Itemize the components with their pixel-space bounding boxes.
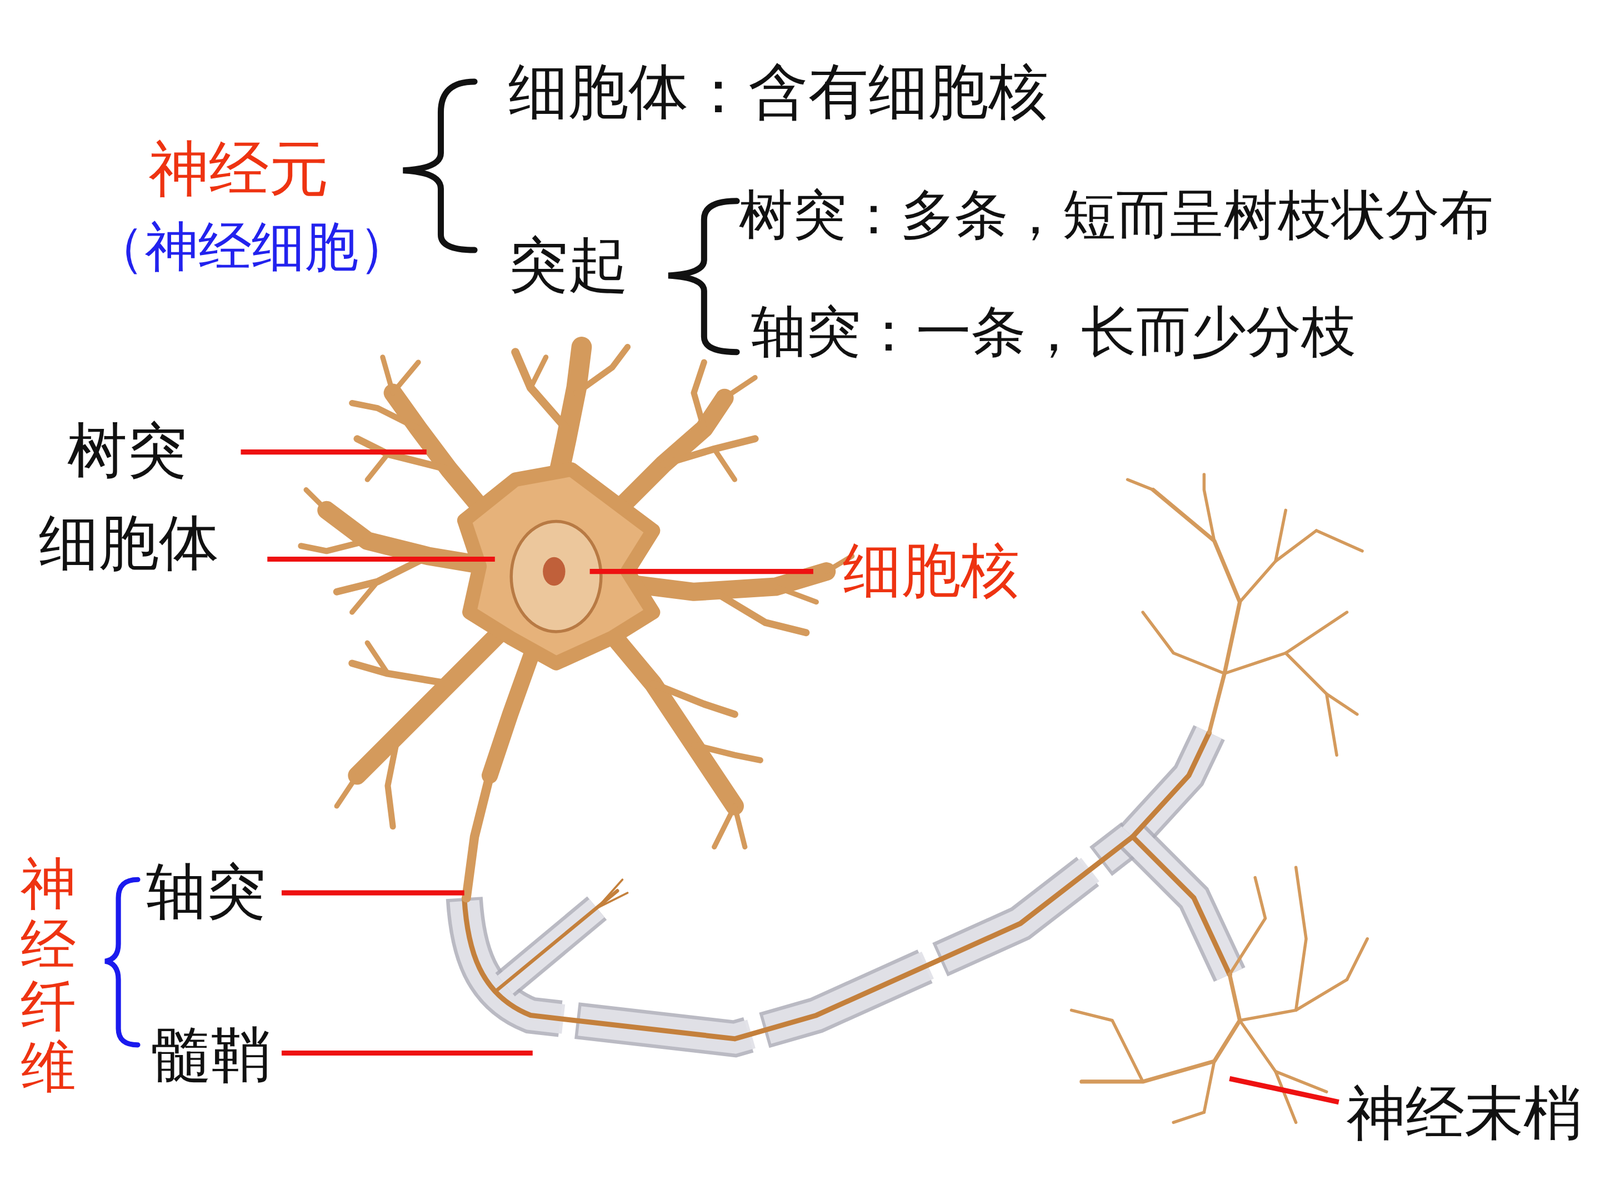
branch-line [1142, 612, 1225, 674]
nucleolus [542, 557, 565, 586]
part-label: 树突 [67, 416, 188, 485]
branch-line [1346, 938, 1368, 980]
definition-text: 树突：多条，短而呈树枝状分布 [738, 183, 1494, 247]
branch-line [693, 362, 704, 429]
branch-line [1316, 530, 1363, 552]
branch-line [1153, 490, 1240, 733]
branch-line [1296, 867, 1307, 1010]
branch-line [1275, 510, 1286, 562]
branch-line [530, 357, 547, 388]
branch-line [1224, 612, 1347, 674]
branch-line [301, 540, 368, 551]
branch-line [1127, 479, 1154, 490]
branch-line [306, 490, 327, 511]
axon-fiber [464, 732, 1230, 1039]
branch-line [663, 438, 755, 465]
part-label: 神经末梢 [1346, 1079, 1583, 1148]
branch-line [1203, 1061, 1214, 1113]
part-label: 细胞核 [842, 536, 1020, 605]
branch-line [1173, 1112, 1204, 1123]
neuron-branches [301, 346, 1368, 1123]
branch-line [734, 806, 745, 847]
branch-line [1071, 1010, 1144, 1082]
part-label: 髓鞘 [151, 1020, 272, 1090]
branch-line [576, 346, 628, 393]
heading-label: 神经元 [148, 134, 329, 204]
branch-line [382, 357, 393, 393]
cell-body [464, 469, 654, 664]
branch-line [367, 453, 388, 480]
branch-line [724, 377, 755, 399]
nucleus [511, 521, 602, 632]
branch-line [653, 683, 735, 715]
branch-line [515, 352, 567, 429]
group-label: 神经纤维 [20, 853, 77, 1098]
branch-line [352, 403, 419, 429]
branch-line [1240, 1020, 1297, 1123]
branch-line [387, 734, 398, 827]
branch-line [367, 642, 388, 674]
branch-line [714, 448, 735, 480]
branch-line [1229, 877, 1265, 975]
branch-line [693, 745, 760, 761]
leader-lines [240, 452, 1339, 1103]
branch-line [357, 622, 511, 776]
subheading-label: （神经细胞） [91, 216, 412, 278]
definition-text: 轴突：一条，长而少分枝 [751, 300, 1357, 364]
branch-line [336, 775, 358, 807]
branch-line [490, 642, 537, 776]
branch-line [352, 663, 449, 684]
branch-line [714, 591, 807, 633]
branch-line [392, 362, 419, 393]
branch-line [714, 806, 735, 847]
part-label: 轴突 [146, 857, 267, 927]
brace [105, 879, 138, 1045]
branch-line [602, 622, 735, 807]
part-label: 细胞体 [38, 508, 219, 578]
branch-line [775, 586, 817, 603]
branch-line [1285, 653, 1337, 756]
part-label: 突起 [508, 230, 629, 300]
definition-text: 细胞体：含有细胞核 [508, 57, 1049, 127]
branch-line [1203, 474, 1214, 541]
branch-line [466, 775, 490, 898]
branch-line [1326, 693, 1358, 715]
branch-line [1240, 979, 1348, 1020]
branch-line [1081, 974, 1240, 1082]
myelin-sheath [464, 732, 1230, 1039]
branch-line [352, 581, 378, 613]
